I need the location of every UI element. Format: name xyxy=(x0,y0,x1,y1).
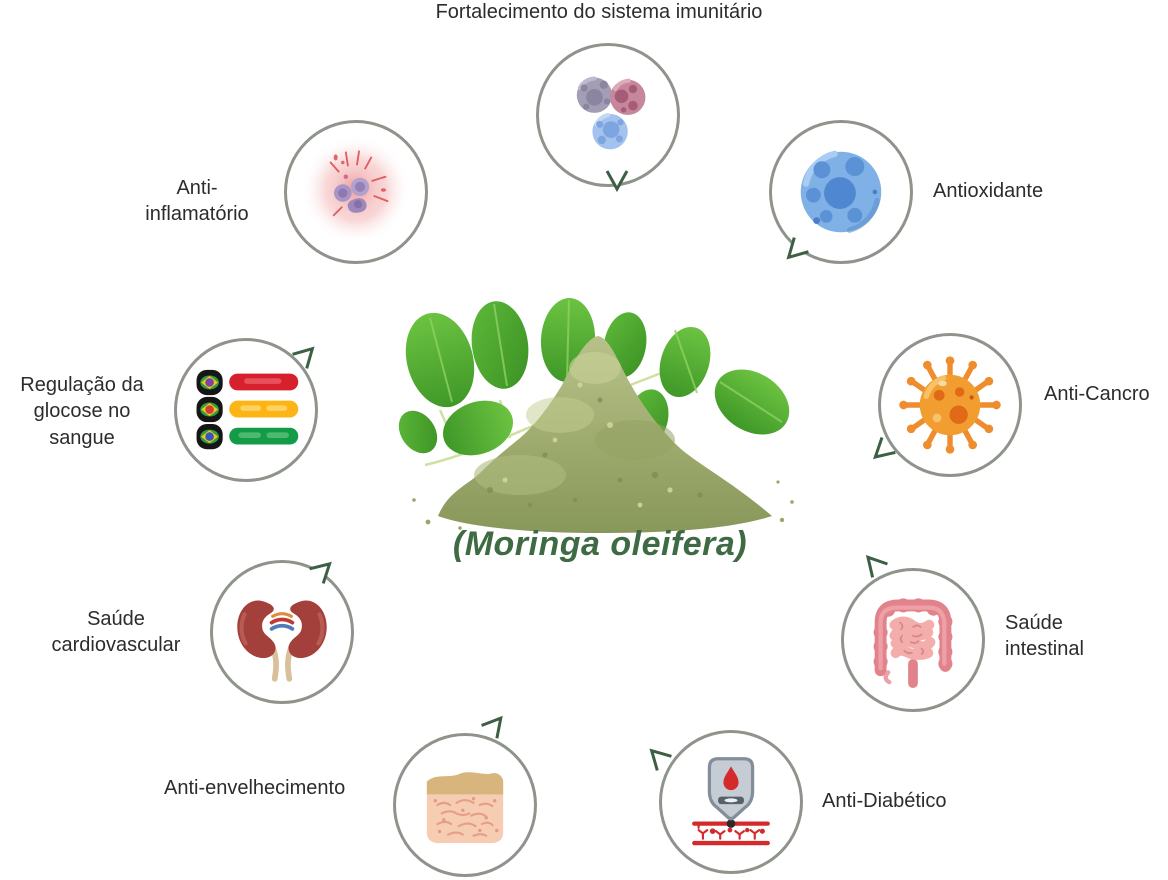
label-intestinal-health: Saúde intestinal xyxy=(1005,612,1084,661)
cancer-virus-icon xyxy=(899,356,1001,454)
moringa-powder xyxy=(412,336,794,533)
label-anti-aging: Anti-envelhecimento xyxy=(164,777,346,799)
label-anti-cancer: Anti-Cancro xyxy=(1044,383,1150,405)
blood-glucose-bars-icon xyxy=(196,369,299,450)
diagram-title: Fortalecimento do sistema imunitário xyxy=(435,1,763,23)
node-blood-glucose-regulation xyxy=(174,338,318,482)
glucometer-icon xyxy=(692,757,770,846)
label-blood-glucose-regulation: Regulação da glocose no sangue xyxy=(20,374,144,449)
glucose-level-bars xyxy=(229,373,299,445)
node-intestinal-health-pointer xyxy=(865,555,888,578)
intestines-icon xyxy=(873,598,953,689)
inflammation-icon xyxy=(301,135,411,245)
node-cardiovascular-health-pointer xyxy=(309,561,332,584)
node-anti-cancer-pointer xyxy=(873,437,896,460)
node-intestinal-health xyxy=(841,568,985,712)
antioxidant-cell-icon xyxy=(800,150,882,233)
kidneys-icon xyxy=(237,600,327,682)
node-immune-system xyxy=(536,43,680,187)
node-anti-diabetic-pointer xyxy=(649,748,672,771)
skin-icon xyxy=(426,772,504,844)
node-anti-cancer xyxy=(878,333,1022,477)
node-anti-aging-pointer xyxy=(481,715,503,739)
node-anti-aging xyxy=(393,733,537,877)
moringa-leaves-and-powder-image xyxy=(398,298,794,533)
blood-drop-icons xyxy=(196,369,223,450)
node-antioxidant-pointer xyxy=(786,237,809,260)
node-anti-inflammatory xyxy=(284,120,428,264)
center-caption: (Moringa oleifera) xyxy=(452,525,748,563)
label-antioxidant: Antioxidante xyxy=(933,180,1044,202)
node-immune-system-pointer xyxy=(605,170,629,193)
node-blood-glucose-regulation-pointer xyxy=(292,346,315,369)
node-cardiovascular-health xyxy=(210,560,354,704)
label-anti-inflammatory: Anti- inflamatório xyxy=(145,177,249,226)
label-cardiovascular-health: Saúde cardiovascular xyxy=(51,608,181,657)
label-anti-diabetic: Anti-Diabético xyxy=(822,790,947,812)
node-anti-diabetic xyxy=(659,730,803,874)
immune-cells-icon xyxy=(576,76,646,150)
